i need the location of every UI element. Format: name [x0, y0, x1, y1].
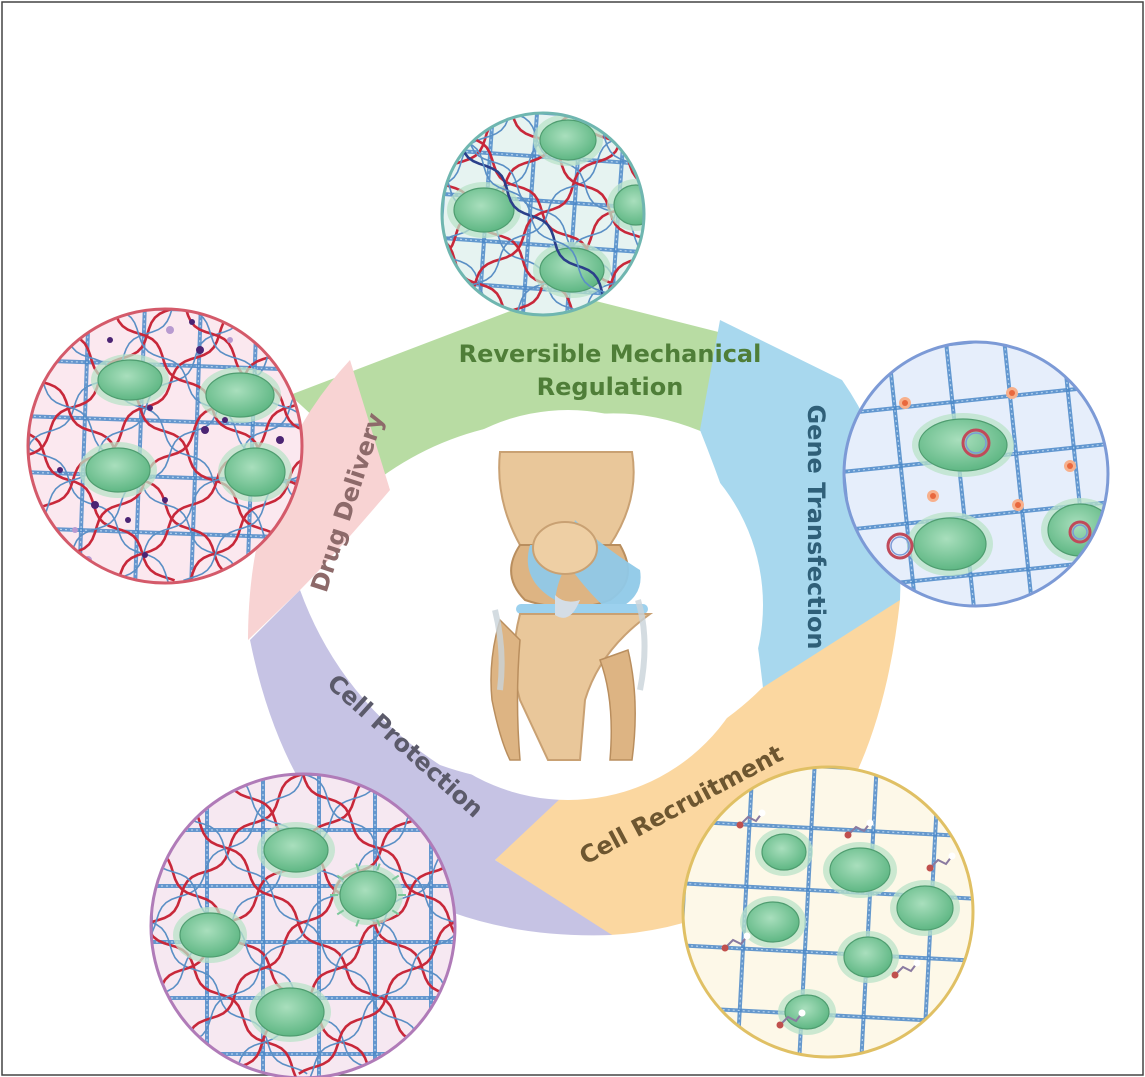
circle-reversible-mechanical-regulation: [237, 40, 785, 320]
label-gene-transfection: Gene Transfection: [802, 404, 830, 649]
label-reversible-line2: Regulation: [537, 373, 684, 401]
lightning-bolt-icon: [468, 40, 508, 120]
label-reversible-line1: Reversible Mechanical: [459, 340, 762, 368]
